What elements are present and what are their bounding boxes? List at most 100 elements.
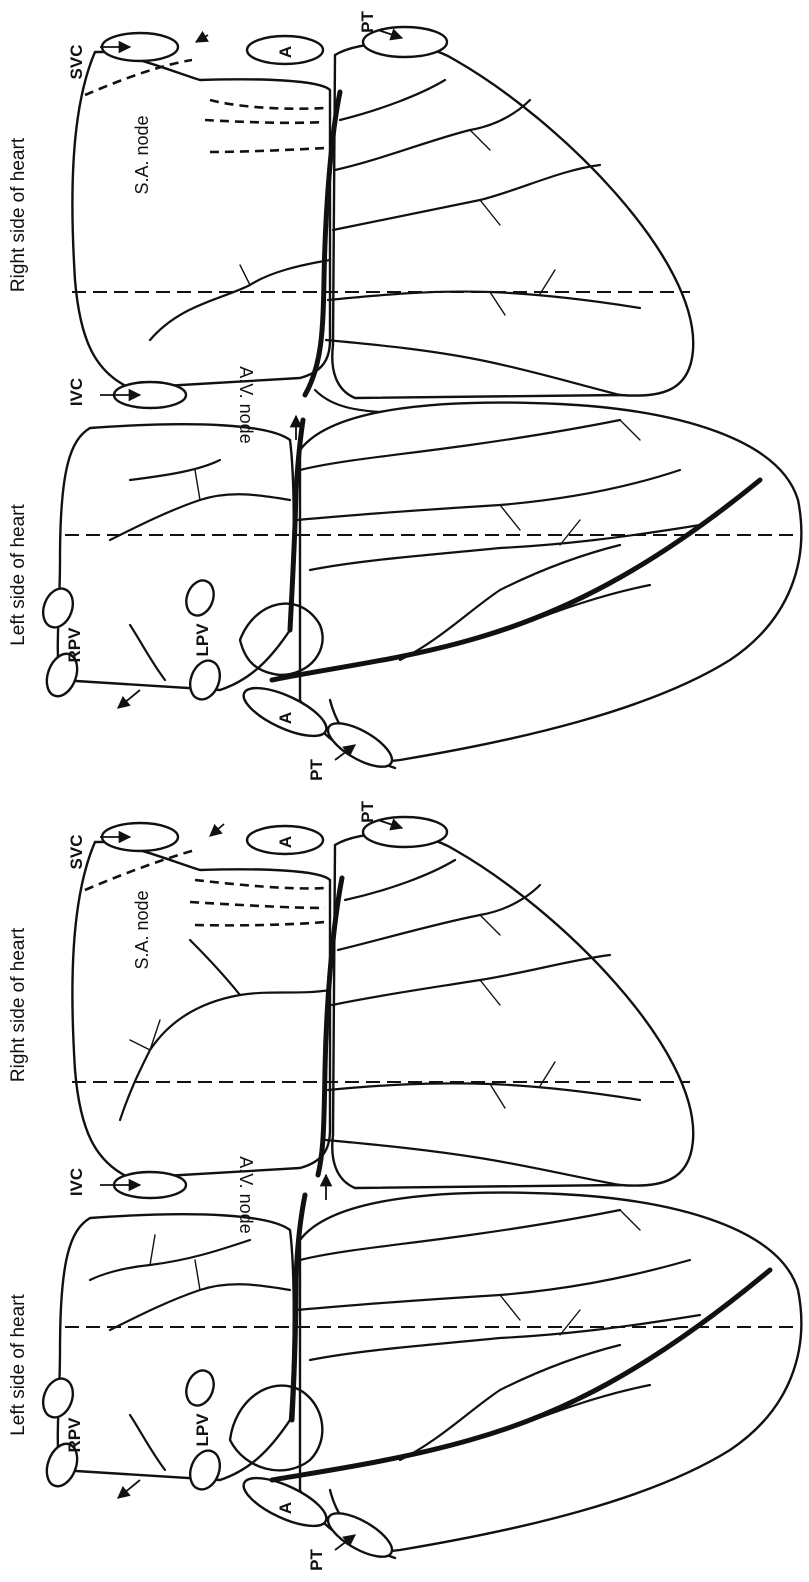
artery-branch [520, 1385, 650, 1425]
svc-label: SVC [67, 45, 86, 80]
artery-branch [335, 100, 530, 170]
artery-branch [297, 470, 680, 520]
artery-branch [190, 940, 240, 995]
left-coronary-artery-bottom [292, 1195, 305, 1420]
la-appendage-bottom [230, 1386, 322, 1471]
artery-branch [333, 165, 600, 230]
artery-twig [240, 265, 250, 285]
artery-branch [110, 494, 290, 540]
artery-branch [340, 80, 445, 120]
aorta-label-right: A [276, 836, 295, 848]
lpv-ring-upper [182, 577, 219, 620]
aorta-label-left: A [276, 1502, 295, 1514]
svc-label: SVC [67, 835, 86, 870]
rpv-arrow [118, 690, 140, 708]
artery-branch [297, 1260, 690, 1310]
sa-node-dash-2 [210, 100, 325, 109]
artery-twig [490, 1084, 505, 1108]
artery-branch [300, 420, 620, 470]
sa-node-dash-1 [85, 60, 192, 95]
artery-twig [620, 1210, 640, 1230]
artery-twig [500, 505, 520, 530]
circumflex-artery-top [272, 480, 760, 680]
right-atrium-outline [72, 52, 330, 388]
artery-twig [480, 200, 500, 225]
rpv-arrow [118, 1480, 140, 1498]
rpv-ring-upper [38, 584, 78, 631]
right-ventricle-outline [332, 44, 693, 398]
pt-ring-left [322, 715, 398, 775]
artery-twig [470, 130, 490, 150]
sa-node-dash-4 [210, 148, 325, 152]
right-atrium-outline [72, 842, 330, 1178]
artery-branch [130, 625, 165, 680]
artery-branch [130, 460, 220, 480]
left-side-label: Left side of heart [8, 504, 29, 646]
sa-node-dash-1 [85, 850, 195, 890]
right-ventricle-outline [332, 834, 693, 1188]
artery-branch [120, 990, 330, 1120]
artery-branch [130, 1415, 165, 1470]
artery-twig [130, 1040, 150, 1050]
av-node-label: A.V. node [236, 1156, 256, 1233]
artery-branch [332, 955, 610, 1005]
rpv-label: RPV [65, 1417, 84, 1453]
artery-twig [620, 420, 640, 440]
ivc-label: IVC [67, 378, 86, 406]
artery-branch [328, 292, 640, 308]
artery-twig [195, 470, 200, 500]
artery-branch [328, 1083, 640, 1100]
pt-label-right: PT [358, 801, 377, 823]
panel-bottom: Right side of heart Left side of heart S… [8, 801, 801, 1571]
sa-node-label: S.A. node [132, 890, 152, 969]
pt-label-left: PT [307, 1549, 326, 1571]
rpv-ring-upper [38, 1374, 78, 1421]
av-node-label: A.V. node [236, 366, 256, 443]
right-side-label: Right side of heart [8, 927, 29, 1082]
la-appendage-top [240, 604, 323, 675]
pt-label-right: PT [358, 11, 377, 33]
lpv-ring-upper [182, 1367, 219, 1410]
sa-node-dash-3 [190, 902, 325, 908]
sa-node-label: S.A. node [132, 115, 152, 194]
pt-label-left: PT [307, 759, 326, 781]
circumflex-artery-bottom [272, 1270, 770, 1480]
artery-branch [400, 545, 620, 660]
artery-branch [400, 1345, 620, 1460]
rpv-label: RPV [65, 627, 84, 663]
left-side-label: Left side of heart [8, 1294, 29, 1436]
artery-twig [480, 915, 500, 935]
ivc-label: IVC [67, 1168, 86, 1196]
artery-twig [150, 1235, 155, 1265]
sa-arrow [196, 35, 208, 42]
artery-branch [345, 860, 455, 900]
left-atrium-outline [58, 424, 294, 690]
panel-top: Right side of heart Left side of heart S… [8, 11, 801, 781]
artery-twig [150, 1020, 160, 1050]
artery-branch [326, 340, 620, 395]
sa-node-dash-2 [195, 880, 325, 888]
artery-twig [195, 1260, 200, 1290]
sa-node-dash-3 [205, 120, 325, 123]
aorta-label-right: A [276, 46, 295, 58]
lpv-ring-lower [185, 656, 225, 703]
sa-arrow [210, 824, 224, 836]
artery-twig [500, 1295, 520, 1320]
artery-branch [326, 1140, 620, 1185]
artery-branch [90, 1240, 250, 1280]
lpv-label: LPV [193, 1413, 212, 1447]
artery-branch [110, 1284, 290, 1330]
artery-branch [150, 260, 330, 340]
aorta-label-left: A [276, 712, 295, 724]
artery-branch [300, 1210, 620, 1260]
artery-twig [540, 270, 555, 294]
artery-branch [310, 1315, 700, 1360]
sa-node-dash-4 [195, 922, 325, 925]
left-atrium-outline [58, 1214, 294, 1480]
right-side-label: Right side of heart [8, 137, 29, 292]
artery-twig [490, 292, 505, 315]
artery-twig [480, 980, 500, 1005]
pt-ring-left [322, 1505, 398, 1565]
lpv-label: LPV [193, 623, 212, 657]
